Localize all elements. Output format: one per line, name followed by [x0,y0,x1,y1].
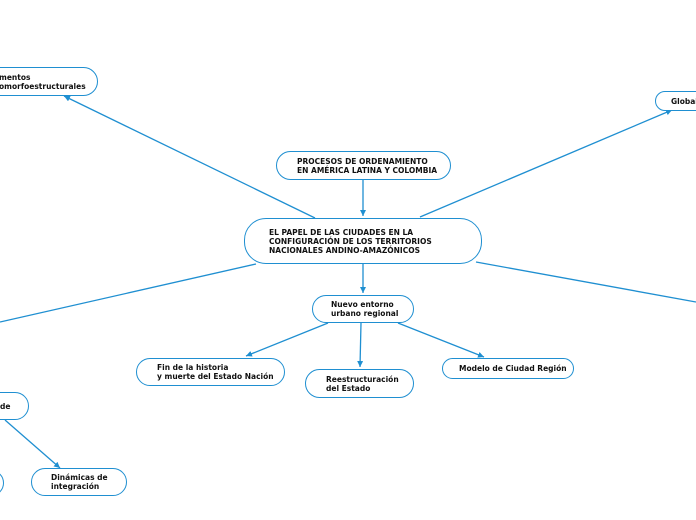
node-central-label: EL PAPEL DE LAS CIUDADES EN LA CONFIGURA… [269,227,432,255]
node-fin-historia-label: Fin de la historia y muerte del Estado N… [157,363,274,381]
node-procesos[interactable]: PROCESOS DE ORDENAMIENTO EN AMÉRICA LATI… [276,151,451,180]
edge-nuevo-modelo [397,322,485,358]
node-fundamentos[interactable]: mentos omorfoestructurales [0,67,98,96]
edge-central-right [475,261,696,303]
node-partial-left[interactable]: de [0,392,29,420]
node-reestructuracion-label: Reestructuración del Estado [326,374,399,393]
node-modelo-label: Modelo de Ciudad Región [459,364,567,373]
node-modelo[interactable]: Modelo de Ciudad Región [442,358,574,379]
node-nuevo-entorno[interactable]: Nuevo entorno urbano regional [312,295,414,323]
node-partial-left-label: de [0,401,11,411]
edge-central-fundamentos [63,95,316,219]
node-dinamicas[interactable]: Dinámicas de integración [31,468,127,496]
node-central[interactable]: EL PAPEL DE LAS CIUDADES EN LA CONFIGURA… [244,218,482,264]
node-dinamicas-label: Dinámicas de integración [51,473,108,491]
node-global-label: Global [671,96,696,106]
edge-nuevo-fin [245,322,329,357]
node-fundamentos-label: mentos omorfoestructurales [0,72,86,91]
node-reestructuracion[interactable]: Reestructuración del Estado [305,369,414,398]
edge-partial-dinamicas [4,419,61,469]
edge-nuevo-reestructuracion [357,322,364,368]
node-global[interactable]: Global [655,91,696,111]
edge-central-left [0,263,257,323]
node-procesos-label: PROCESOS DE ORDENAMIENTO EN AMÉRICA LATI… [297,156,438,175]
edge-central-global [419,109,673,218]
node-nuevo-entorno-label: Nuevo entorno urbano regional [331,300,399,318]
node-fin-historia[interactable]: Fin de la historia y muerte del Estado N… [136,358,285,386]
